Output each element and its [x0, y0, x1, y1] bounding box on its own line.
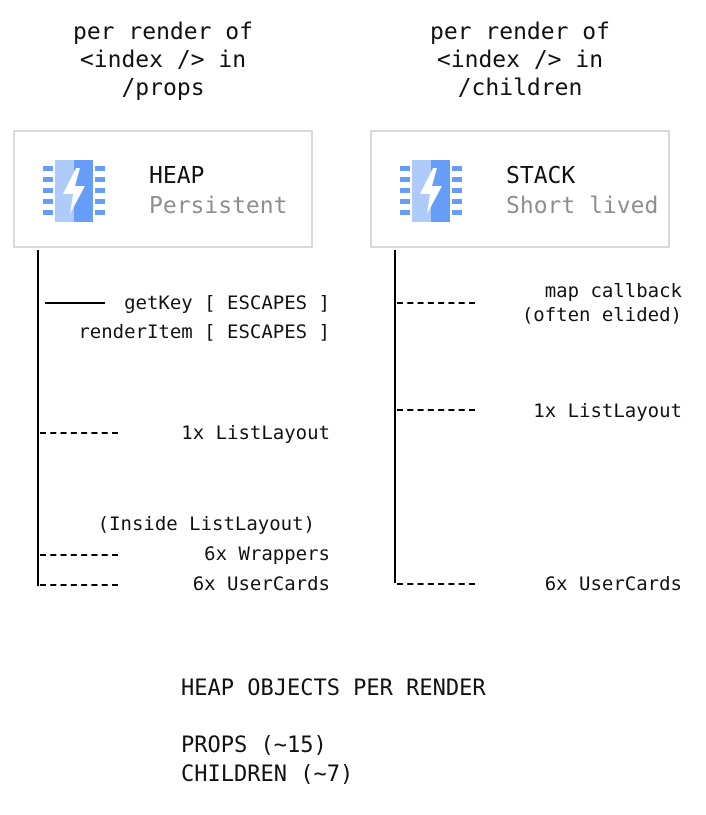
summary-children: CHILDREN (~7) — [181, 762, 354, 787]
heap-entry-inside-listlayout: (Inside ListLayout) — [97, 513, 315, 535]
heap-box-subtitle: Persistent — [149, 193, 288, 219]
heap-title-line-2: <index /> in — [79, 47, 247, 73]
heap-box: HEAP Persistent — [13, 130, 313, 248]
heap-title-line-1: per render of — [72, 19, 253, 45]
heap-connector-listlayout — [40, 432, 118, 434]
heap-column-title: per render of <index /> in /props — [13, 18, 313, 102]
heap-box-name: HEAP — [149, 163, 205, 189]
heap-entry-usercards: 6x UserCards — [192, 573, 330, 595]
stack-title-line-1: per render of — [429, 19, 610, 45]
heap-entry-getkey: getKey [ ESCAPES ] — [124, 292, 330, 314]
stack-entry-often-elided: (often elided) — [521, 304, 682, 326]
heap-connector-usercards — [40, 584, 118, 586]
stack-timeline — [394, 250, 396, 583]
memory-chip-bolt-icon — [43, 160, 105, 222]
summary-heading: HEAP OBJECTS PER RENDER — [181, 676, 486, 701]
stack-title-line-3: /children — [457, 75, 583, 101]
stack-entry-map-callback: map callback — [544, 280, 682, 302]
stack-box-name: STACK — [506, 163, 576, 189]
stack-box: STACK Short lived — [370, 130, 670, 248]
stack-title-line-2: <index /> in — [436, 47, 604, 73]
heap-timeline — [37, 250, 39, 586]
heap-entry-listlayout: 1x ListLayout — [181, 422, 330, 444]
memory-chip-bolt-icon — [400, 160, 462, 222]
heap-title-line-3: /props — [121, 75, 205, 101]
heap-connector-getkey — [45, 302, 105, 304]
stack-box-subtitle: Short lived — [506, 193, 659, 219]
stack-connector-usercards — [397, 583, 475, 585]
stack-entry-listlayout: 1x ListLayout — [533, 400, 682, 422]
heap-entry-wrappers: 6x Wrappers — [204, 543, 330, 565]
stack-connector-map-callback — [397, 302, 475, 304]
stack-connector-listlayout — [397, 409, 475, 411]
heap-connector-wrappers — [40, 554, 118, 556]
heap-entry-renderitem: renderItem [ ESCAPES ] — [78, 321, 330, 343]
stack-column-title: per render of <index /> in /children — [370, 18, 670, 102]
stack-entry-usercards: 6x UserCards — [544, 573, 682, 595]
summary-props: PROPS (~15) — [181, 733, 327, 758]
